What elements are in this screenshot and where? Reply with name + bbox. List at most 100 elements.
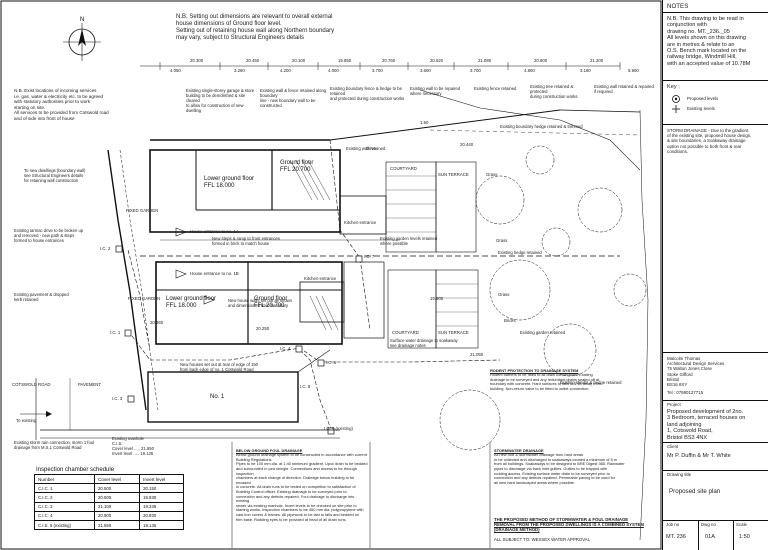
site-plan-drawing: N	[0, 0, 662, 550]
spec-text: All new roof & stormwater drainage from …	[494, 452, 625, 485]
room-label: COURTYARD	[390, 166, 417, 171]
table-cell: 19.135	[139, 519, 184, 531]
room-label: Kitchen entrance	[344, 220, 377, 225]
table-cell: C.I.S. 5 (existing)	[33, 519, 96, 531]
level-label: 21.050	[470, 352, 484, 357]
spec-title: STORMWATER DRAINAGE	[494, 447, 544, 453]
drawing-note: Surface water drainage to soakaway see d…	[390, 338, 458, 348]
schedule-title: Inspection chamber schedule	[36, 467, 115, 473]
road-label: COTSWOLD ROAD	[12, 382, 51, 387]
drawing-border	[0, 0, 662, 550]
drawing-note: Existing wall retained & repaired if req…	[594, 84, 654, 94]
table-cell: 21.100	[94, 501, 141, 512]
room-label: SUN TERRACE	[438, 172, 469, 177]
level-label: 20.250	[256, 326, 270, 331]
drawing-title-text: Proposed site plan	[669, 488, 721, 495]
setting-out-note: N.B. Setting out dimensions are relevant…	[176, 14, 335, 41]
inspection-label: I.C. 3	[112, 396, 123, 401]
level-label: 20.440	[460, 142, 474, 147]
road-label: PAVEMENT	[78, 382, 101, 387]
spec-title: RODENT PROTECTION TO DRAINAGE SYSTEM	[490, 367, 579, 373]
column-header: Invert level	[139, 473, 184, 485]
project-label: Project	[667, 402, 681, 407]
drawing-note: Existing garden levels retained where po…	[380, 236, 438, 246]
drawing-title-label: Drawing title	[667, 472, 692, 477]
table-row: C.I.C. 3 21.100 19.335	[33, 501, 184, 512]
house-bottom-outline	[155, 261, 343, 345]
inspection-label: I.C. 8	[300, 384, 311, 389]
room-label: Kitchen entrance	[304, 276, 337, 281]
level-label: 19.850	[338, 58, 352, 63]
svg-text:N: N	[80, 17, 84, 23]
project-text: Proposed development of 2no. 3 Bedroom, …	[667, 409, 746, 441]
notes-text: N.B. This drawing to be read in conjunct…	[667, 16, 751, 67]
table-cell: 20.150	[139, 483, 184, 494]
level-label: 20.450	[246, 58, 260, 63]
drawing-note: Existing boundary hedge retained & trimm…	[500, 124, 583, 129]
table-cell: C.I.C. 1	[33, 483, 96, 494]
room-label: Ground floor FFL 20.700	[254, 296, 288, 309]
existing-sewer-note: Existing storm rain connection, storm 1 …	[14, 440, 95, 450]
table-cell: 20.500	[94, 483, 141, 494]
dimension-label: 3.600	[420, 68, 431, 73]
inspection-label: I.C. 7	[364, 254, 375, 259]
level-label: 19.900	[430, 296, 444, 301]
drawing-note: Existing wall to be repaired where neces…	[410, 86, 461, 96]
table-cell: 20.930	[139, 510, 184, 521]
inspection-label: I.C. 1	[110, 330, 121, 335]
drawing-note: Existing wall retained	[346, 146, 386, 151]
proposed-method-title: THE PROPOSED METHOD OF STORMWATER & FOUL…	[494, 517, 644, 532]
proposed-method-sub: ALL SUBJECT TO: WESSEX WATER APPROVAL	[494, 537, 590, 542]
table-cell: C.I.C. 4	[33, 510, 96, 521]
spec-text: Rodent barriers to be fitted to all drai…	[490, 372, 601, 391]
room-label: Lower ground floor FFL 18.000	[204, 176, 255, 189]
table-cell: 19.930	[139, 492, 184, 503]
column-header: Number	[33, 473, 96, 485]
existing-manhole-note: Existing manhole C.I.S. Cover level ....…	[112, 436, 154, 456]
client-label: Client	[667, 444, 679, 449]
level-label: 20.300	[190, 58, 204, 63]
level-label: 21.080	[478, 58, 492, 63]
key-proposed: Proposed levels	[687, 96, 719, 101]
services-note: N.B. Exist locations of incoming service…	[14, 88, 109, 121]
storm-drainage-note: STORM DRAINAGE - Due to the gradient of …	[667, 128, 752, 154]
drawing-note: Existing tarmac drive to be broken up an…	[14, 228, 84, 243]
drawing-note: New steps & ramp to front entrances form…	[212, 236, 280, 246]
room-label: Bricks	[504, 318, 516, 323]
inspection-label: I.C. 2	[100, 246, 111, 251]
drawing-note: New house walls set out as shown and dim…	[228, 298, 293, 308]
notes-title: NOTES	[667, 3, 689, 10]
drawing-note: To new dwellings (boundary wall) see Str…	[24, 168, 86, 183]
dimension-label: 4.050	[170, 68, 181, 73]
drawing-note: Existing single-storey garage & store bu…	[186, 88, 255, 113]
client-text: Mr P. Duffin & Mr T. White	[667, 453, 731, 459]
table-cell: C.I.C. 2	[33, 492, 96, 503]
room-label: Drive	[366, 146, 377, 151]
drawing-note: Existing garden retained	[520, 330, 566, 335]
dimension-label: 3.260	[234, 68, 245, 73]
inspection-label: I.C. 6	[326, 360, 337, 365]
spec-text: Below ground drainage system to be const…	[236, 452, 368, 522]
level-label: 20.760	[382, 58, 396, 63]
existing-house-no1	[147, 371, 299, 423]
table-cell: 20.900	[94, 510, 141, 521]
dwg-no-value: 01A	[705, 534, 715, 540]
drawing-note: Existing wall & fence retained along bou…	[260, 88, 327, 108]
dimension-label: 3.700	[470, 68, 481, 73]
table-row: C.I.S. 5 (existing) 21.550 19.135	[33, 519, 184, 531]
dimension-label: 3.700	[372, 68, 383, 73]
room-label: Lower ground floor FFL 18.000	[166, 296, 217, 309]
table-row: C.I.C. 4 20.900 20.930	[33, 510, 184, 521]
north-arrow-icon: N	[63, 17, 101, 61]
room-label: Grass	[496, 238, 508, 243]
room-label: House entrance to no. 1B	[190, 271, 239, 276]
drawing-note: New houses set out at rear of edge of 15…	[180, 362, 258, 372]
foul-drainage-spec: BELOW GROUND FOUL DRAINAGE Below ground …	[236, 444, 368, 522]
proposed-method-note: THE PROPOSED METHOD OF STORMWATER & FOUL…	[494, 512, 644, 542]
column-header: Cover level	[94, 473, 141, 485]
room-label: Grass	[486, 172, 498, 177]
inspection-label: I.C. 5 (existing)	[324, 426, 353, 431]
table-cell: 20.500	[94, 492, 141, 503]
dimension-label: 4.800	[524, 68, 535, 73]
